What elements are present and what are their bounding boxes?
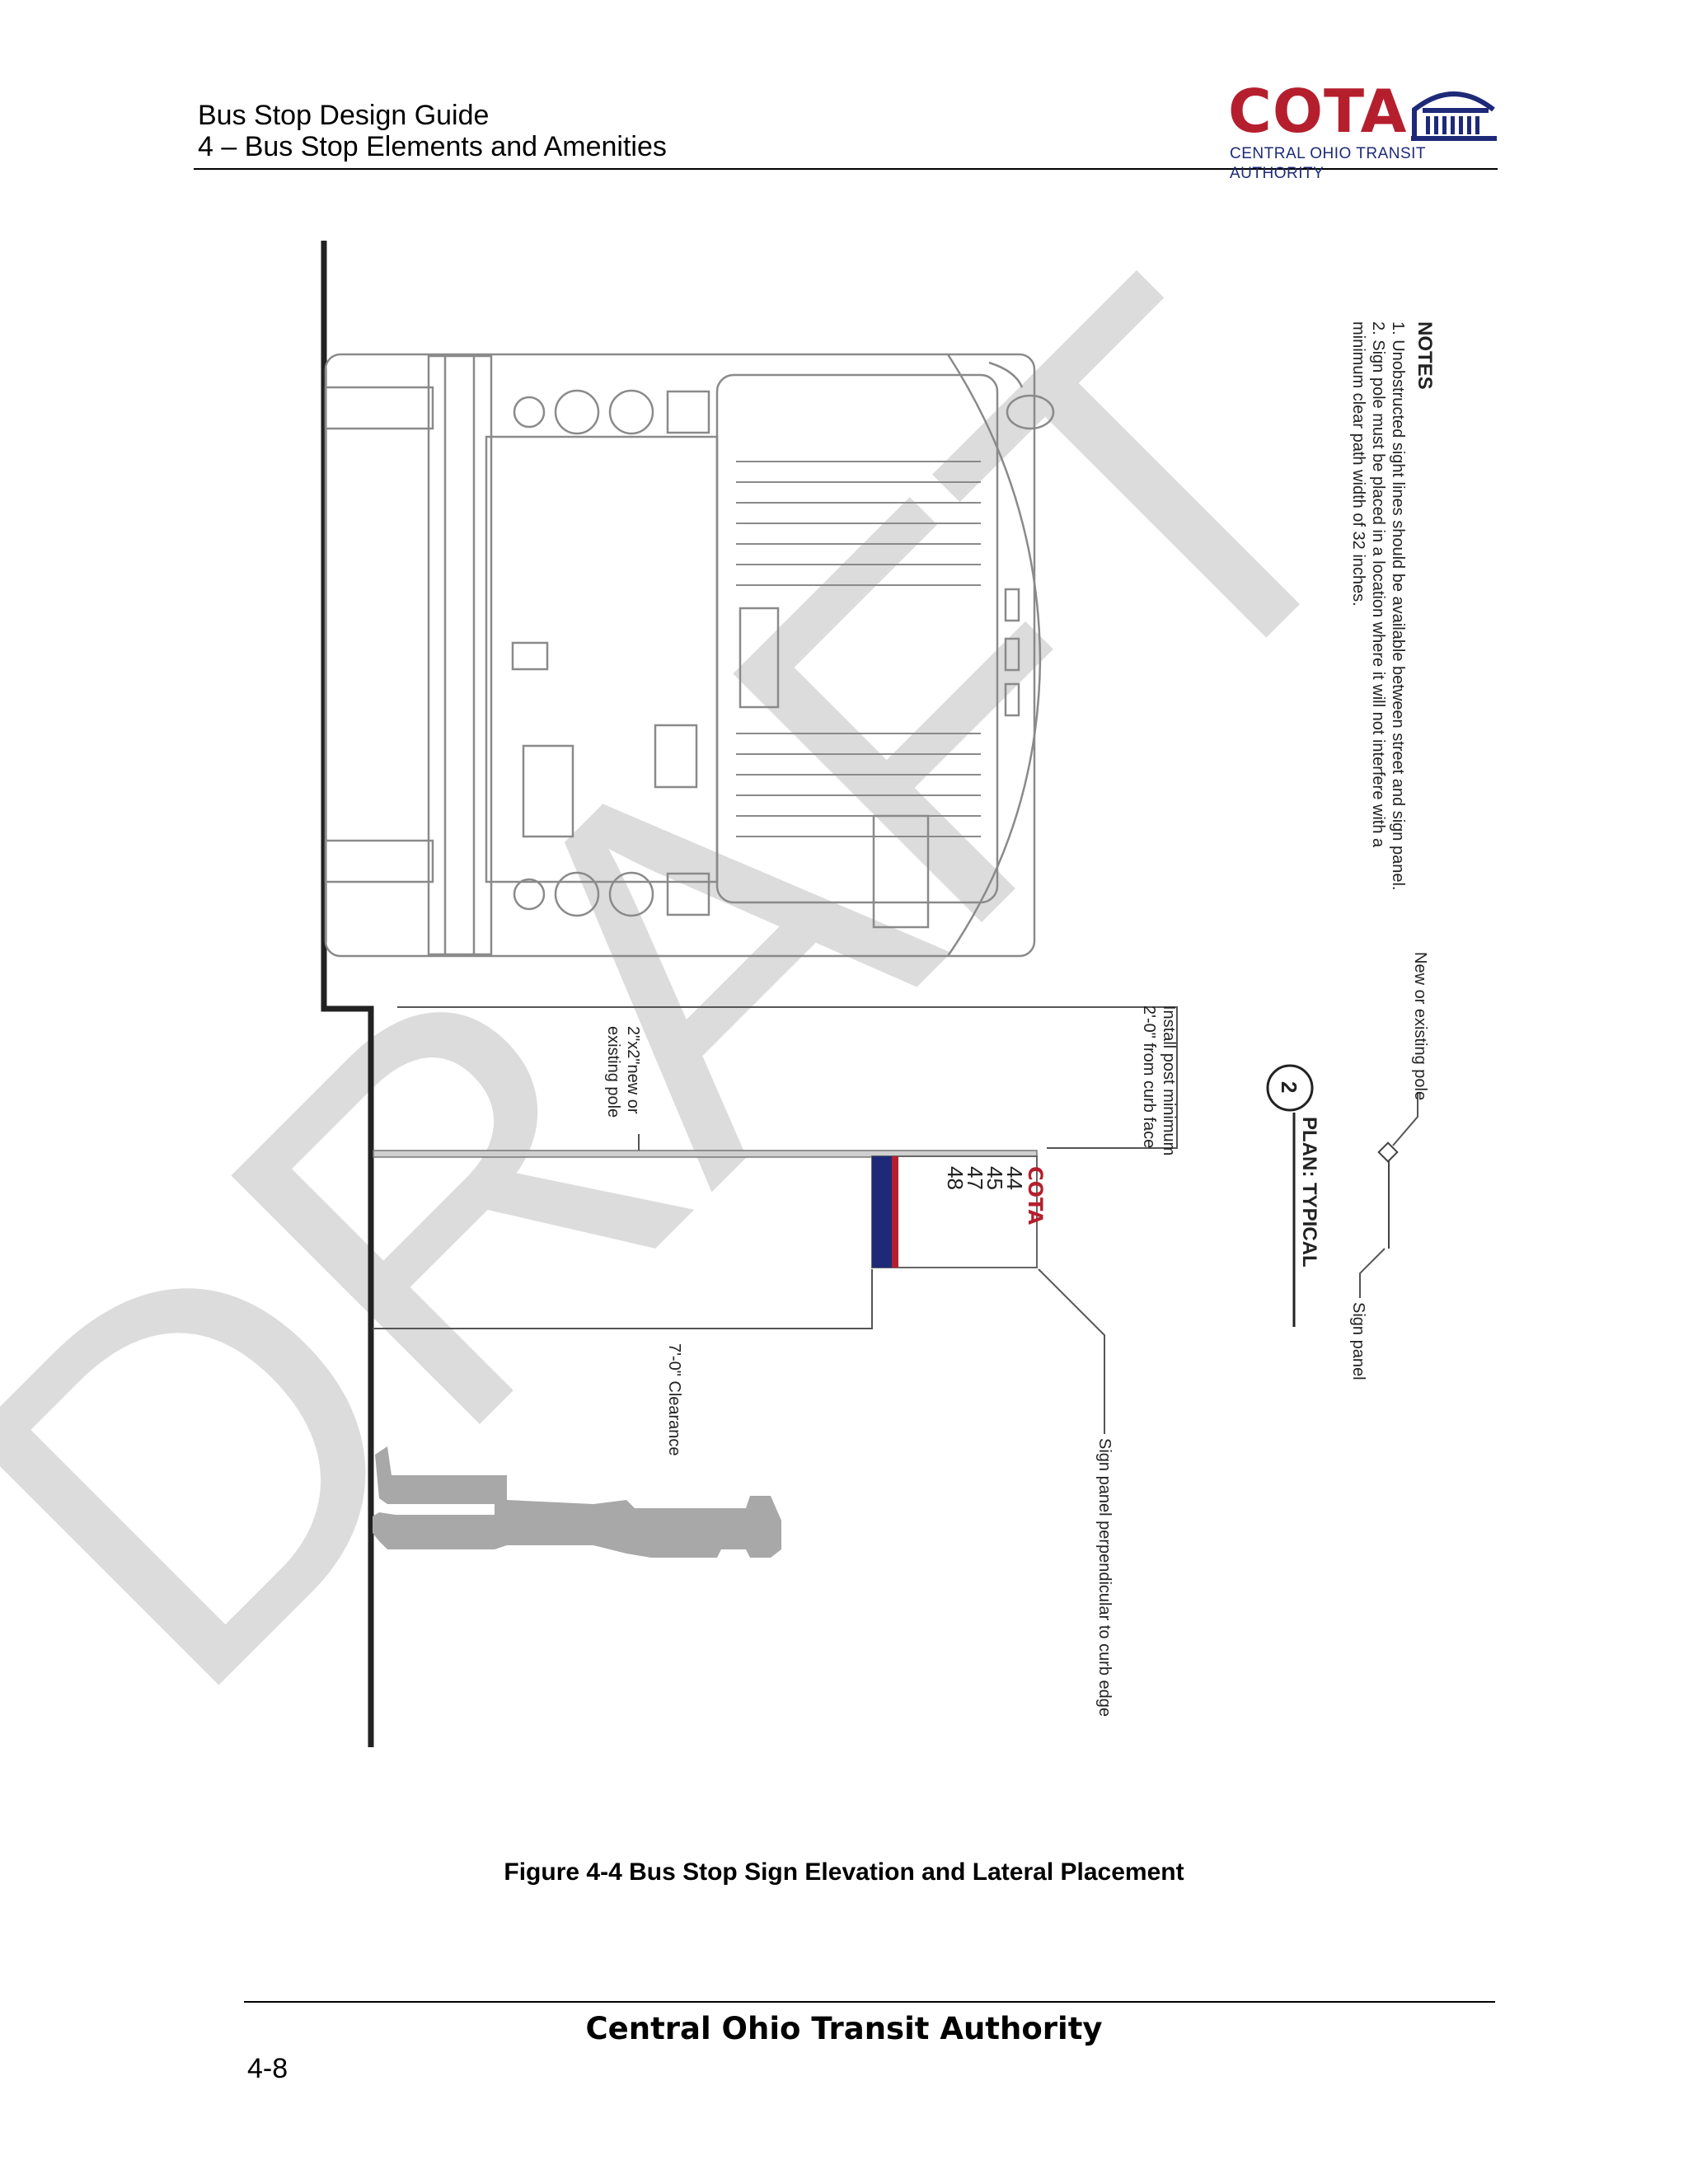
sign-pole [373,1150,1038,1158]
svg-text:COTA: COTA [1024,1166,1047,1226]
note-2-cont: minimum clear path width of 32 inches. [1349,321,1367,607]
clearance-dimension-line [373,1269,873,1329]
label-perpendicular: Sign panel perpendicular to curb edge [1095,1438,1114,1718]
label-sign-panel: Sign panel [1349,1302,1367,1380]
route-number: 45 [982,1166,1007,1190]
figure-caption: Figure 4-4 Bus Stop Sign Elevation and L… [504,1858,1184,1886]
route-number: 44 [1002,1166,1027,1190]
route-number: 48 [943,1166,968,1190]
cota-logo: COTA CENTRAL OHIO TRANSIT AUTHORITY [1228,77,1500,182]
header-rule [194,168,1498,170]
logo-wordmark: COTA [1228,77,1408,146]
notes-list: 1. Unobstructed sight lines should be av… [1348,321,1408,890]
pole-size-line-2: existing pole [604,1026,622,1118]
bus-outline [324,353,1055,958]
footer-rule [244,2001,1495,2003]
pedestrian-silhouette [373,1446,781,1558]
svg-text:DRAFT: DRAFT [0,184,1470,1792]
note-2: 2. Sign pole must be placed in a locatio… [1369,321,1387,848]
install-line-2: 2'-0" from curb face [1140,1005,1158,1149]
pole-size-line-1: 2"x2"new or [624,1026,642,1114]
label-install-post: Install post minimum 2'-0" from curb fac… [1139,1005,1179,1155]
page-number: 4-8 [247,2053,288,2084]
capitol-dome-icon [1411,91,1497,141]
plan-pole-marker [1377,1141,1399,1163]
logo-tagline: CENTRAL OHIO TRANSIT AUTHORITY [1230,145,1426,182]
document-title: Bus Stop Design Guide [198,100,490,131]
draft-watermark: DRAFT [0,184,1470,1792]
label-new-or-existing-pole: New or existing pole [1411,952,1429,1101]
install-dimension-line [397,1006,1178,1149]
note-1: 1. Unobstructed sight lines should be av… [1389,321,1407,891]
notes-heading: NOTES [1414,321,1436,390]
perpendicular-leader [1038,1268,1105,1434]
plan-number: 2 [1277,1081,1301,1093]
route-number: 47 [963,1166,987,1190]
label-clearance: 7'-0" Clearance [665,1343,683,1456]
sign-panel: COTA 44 45 47 48 [871,1155,1047,1268]
plan-title: PLAN: TYPICAL [1298,1117,1320,1268]
plan-pole-leader [1392,1092,1418,1146]
footer-organization: Central Ohio Transit Authority [585,2011,1103,2046]
bus-grille [736,461,981,837]
label-pole-size: 2"x2"new or existing pole [603,1026,643,1118]
curb-line [321,241,374,1747]
install-line-1: Install post minimum [1160,1005,1178,1156]
plan-number-circle [1266,1064,1314,1112]
plan-sign-leader [1359,1248,1386,1298]
section-title: 4 – Bus Stop Elements and Amenities [198,131,667,162]
